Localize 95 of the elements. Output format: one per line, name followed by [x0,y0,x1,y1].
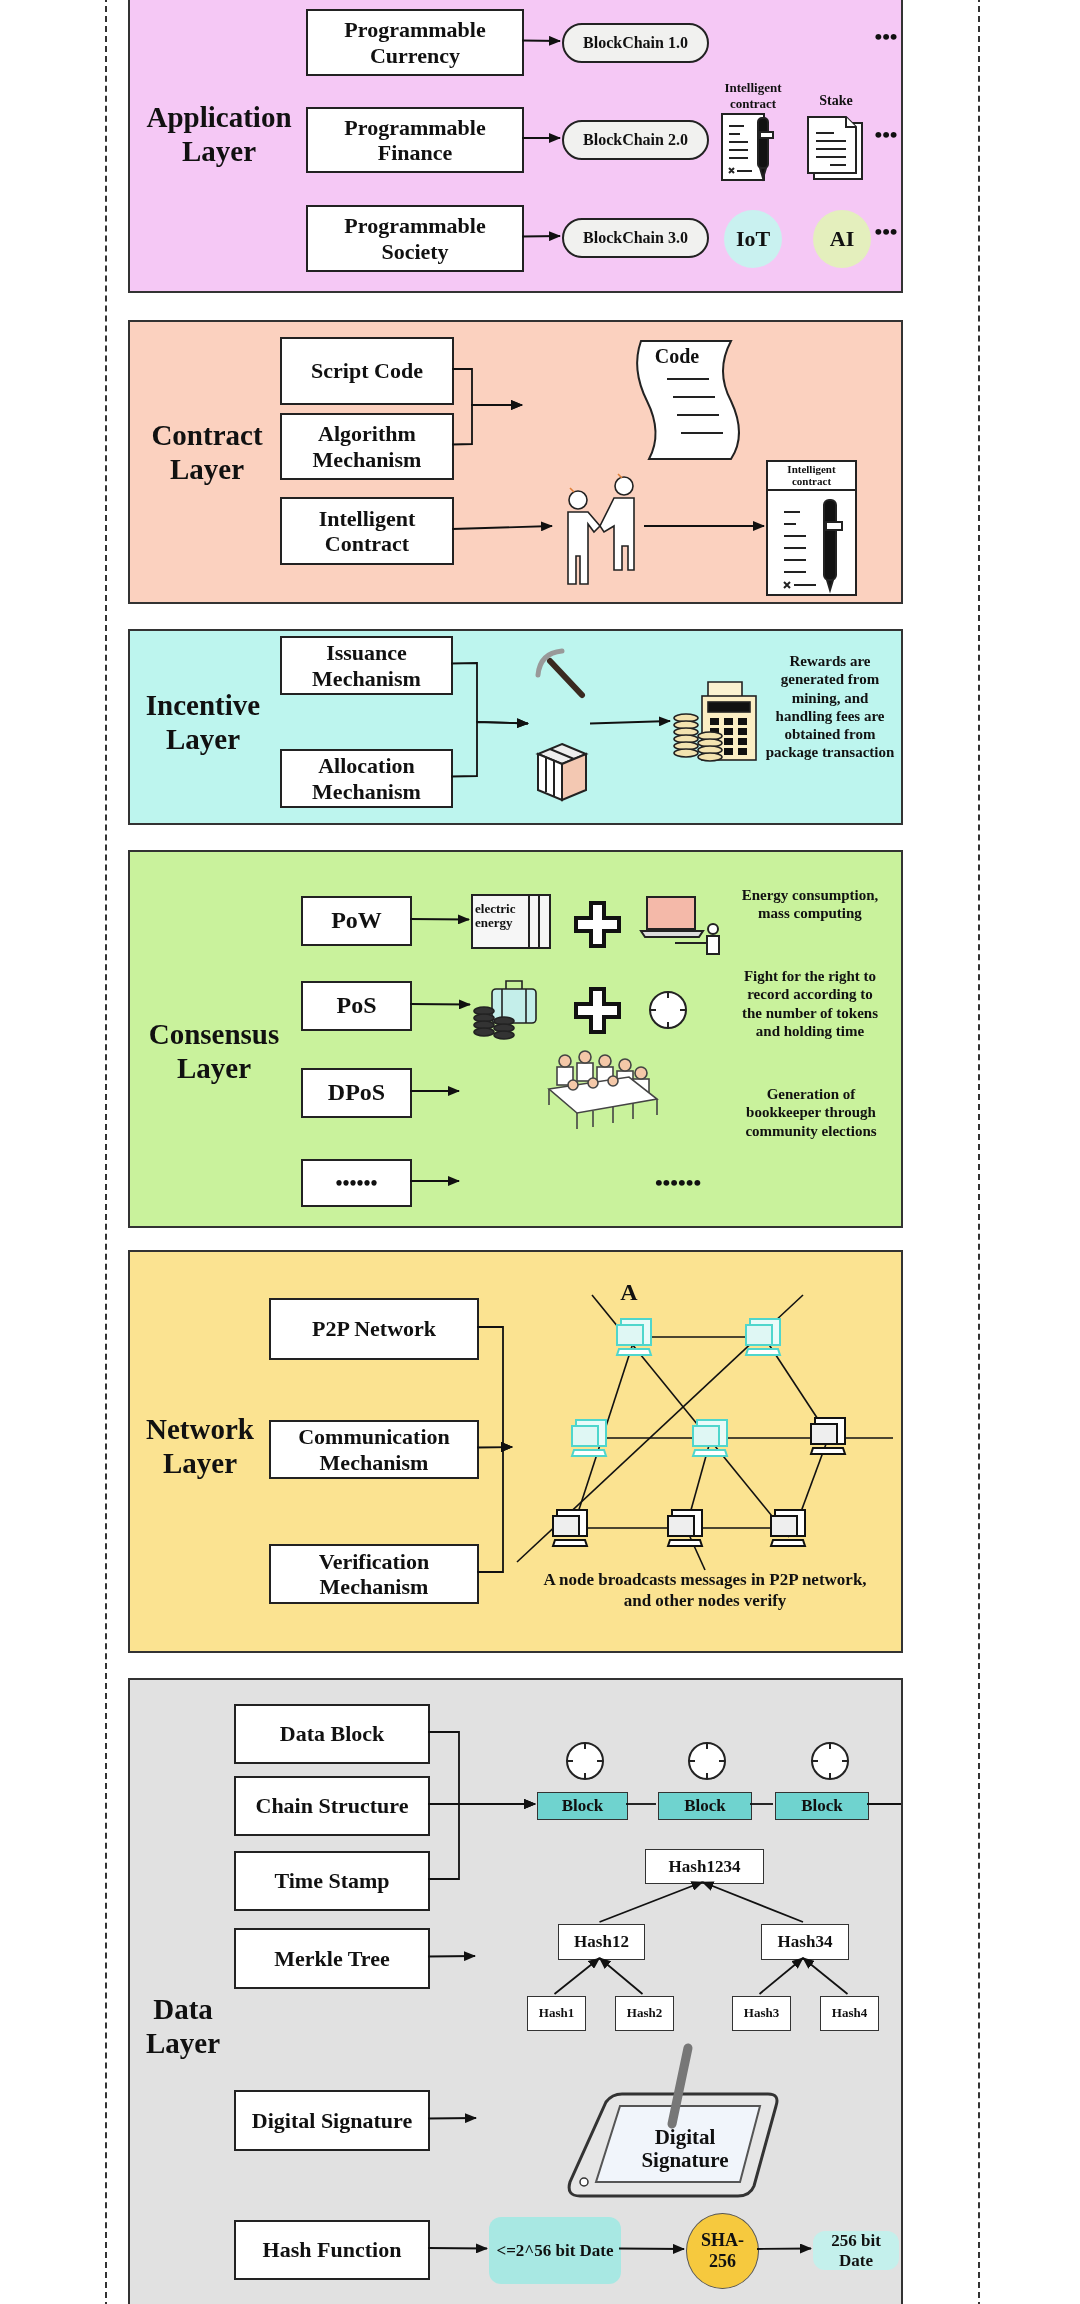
process-box: P2P Network [269,1298,479,1360]
process-box: Chain Structure [234,1776,430,1836]
hash-box: Hash1234 [645,1849,764,1884]
description-text: Generation of bookkeeper through community elections [744,1085,878,1140]
arrow [598,1957,644,1995]
arrow [618,2243,685,2254]
process-box: Programmable Society [306,205,524,272]
process-box: •••••• [301,1159,412,1207]
arrow [451,521,553,532]
hash-box: Hash3 [732,1996,791,2031]
process-box: Programmable Currency [306,9,524,76]
process-box: Script Code [280,337,454,405]
process-box: Merkle Tree [234,1928,430,1989]
ellipsis-text: ••• [873,219,899,246]
arrow [427,1799,536,1880]
arrow [409,999,471,1010]
layer-title: Consensus Layer [147,1017,281,1086]
arrow [476,1442,513,1573]
hash-box: Hash12 [558,1924,645,1960]
drawing-label: Code [653,345,701,367]
layer-panel [128,1250,903,1653]
drawing-label: Digital Signature [640,2126,730,2173]
hash-box: Hash2 [615,1996,674,2031]
ellipsis-text: •••••• [653,1170,703,1197]
layer-title: Incentive Layer [144,688,262,757]
process-box: Data Block [234,1704,430,1764]
block-box: Block [658,1792,752,1820]
connector-line [749,1803,774,1805]
drawing-label: electric energy [475,902,517,931]
layer-panel [128,0,903,293]
topic-circle: IoT [724,210,782,268]
process-box: Communication Mechanism [269,1420,479,1479]
process-box: Time Stamp [234,1851,430,1911]
arrow [643,521,765,531]
layer-panel [128,629,903,825]
description-text: Energy consumption, mass computing [740,886,880,923]
block-box: Block [537,1792,628,1820]
process-box: Intelligent Contract [280,497,454,565]
topic-circle: AI [813,210,871,268]
process-box: Verification Mechanism [269,1544,479,1604]
process-box: PoS [301,981,412,1031]
connector-line [866,1803,902,1805]
stage-pill: BlockChain 3.0 [562,218,709,258]
arrow [427,1951,476,1962]
process-box: Programmable Finance [306,107,524,173]
arrow [409,914,470,925]
ellipsis-text: ••• [873,24,899,51]
arrow [758,1957,804,1995]
arrow [427,2113,477,2124]
layer-panel [128,320,903,604]
ellipsis-text: ••• [873,122,899,149]
arrow [701,1881,804,1923]
layer-panel [128,1678,903,2304]
icon-caption: Stake [818,92,854,110]
arrow [521,231,561,242]
layer-title: Data Layer [144,1992,222,2061]
process-box: Allocation Mechanism [280,749,453,808]
hash-box: Hash34 [761,1924,849,1960]
drawing-label: Intelligent contract [786,463,837,488]
arrow [521,35,561,46]
description-text: Fight for the right to record according to the number of tokens and holding time [741,967,879,1041]
hash-box: Hash1 [527,1996,586,2031]
connector-line [625,1803,657,1805]
layer-panel [128,850,903,1228]
node-letter: A [619,1278,639,1307]
arrow [451,400,523,446]
process-box: Digital Signature [234,2090,430,2151]
process-box: PoW [301,896,412,946]
process-box: Issuance Mechanism [280,636,453,695]
stage-pill: BlockChain 2.0 [562,120,709,160]
arrow [553,1957,601,1995]
stage-pill: BlockChain 1.0 [562,23,709,63]
layer-title: Contract Layer [150,418,264,487]
layer-title: Application Layer [145,100,293,169]
process-box: DPoS [301,1068,412,1118]
data-box: <=2^56 bit Date [489,2217,621,2284]
process-box: Algorithm Mechanism [280,413,454,480]
hash-circle: SHA-256 [686,2213,759,2289]
data-box: 256 bit Date [813,2231,899,2270]
arrow [521,133,561,143]
layer-title: Network Layer [145,1412,255,1481]
description-text: Rewards are generated from mining, and handling fees are obtained from package transaction [764,652,896,762]
arrow [589,716,671,727]
arrow [756,2243,812,2254]
arrow [409,1176,460,1186]
icon-caption: Intelligent contract [723,80,783,112]
arrow [427,2243,488,2254]
arrow [802,1957,849,1995]
block-box: Block [775,1792,869,1820]
caption-text: A node broadcasts messages in P2P network, and other nodes verify [542,1570,868,1612]
arrow [409,1086,460,1096]
process-box: Hash Function [234,2220,430,2280]
arrow [598,1881,704,1923]
arrow [450,718,529,778]
hash-box: Hash4 [820,1996,879,2031]
